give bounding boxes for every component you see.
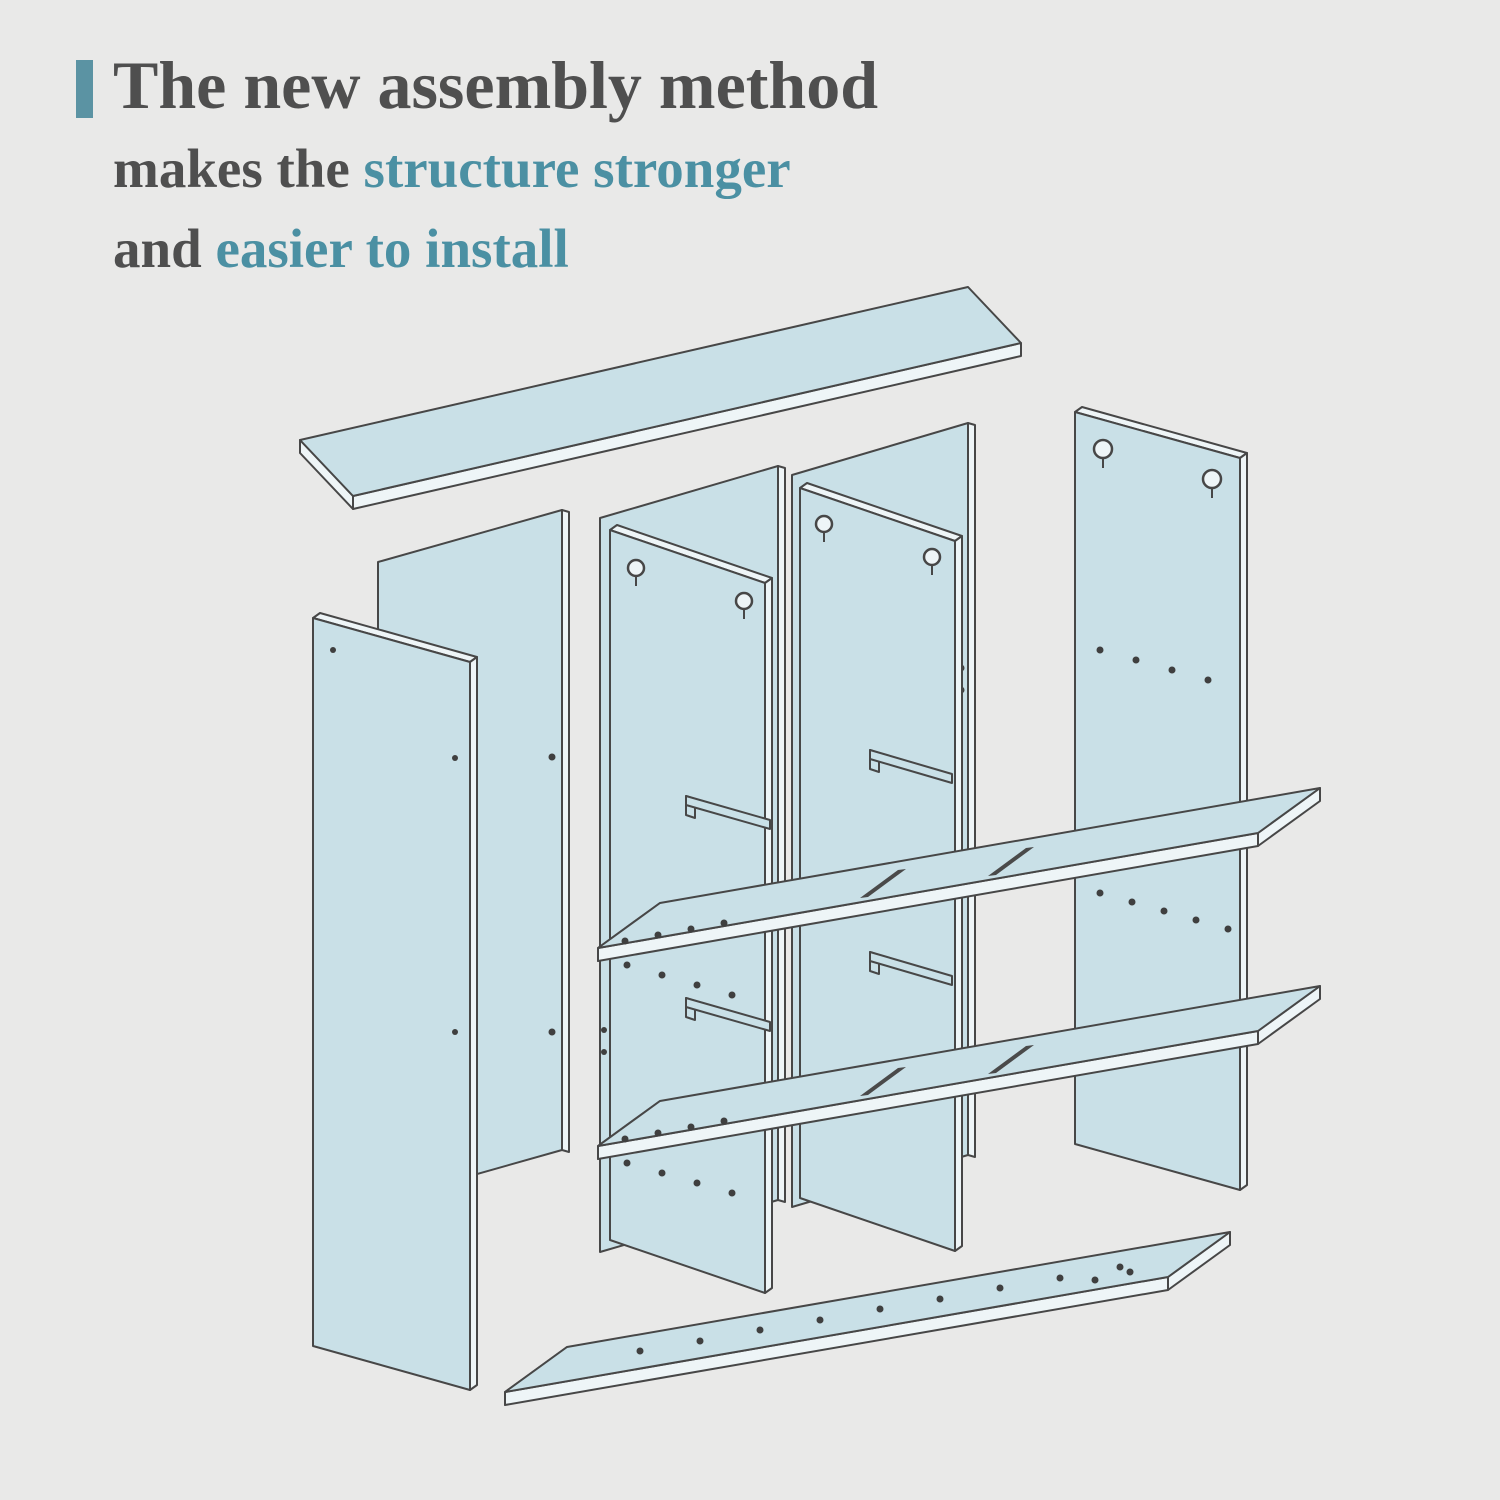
bottom-panel (504, 1231, 1231, 1406)
screw-hole (1128, 898, 1136, 906)
screw-hole (1224, 925, 1232, 933)
divider-slot (860, 869, 906, 898)
cam-lock-hole (734, 591, 754, 611)
screw-hole (720, 919, 728, 927)
shelf-hook-tabs (685, 749, 953, 1032)
screw-hole (1160, 907, 1168, 915)
screw-hole (1091, 1276, 1099, 1284)
subtitle-line-3-highlight: easier to install (215, 217, 569, 279)
screw-hole (687, 925, 695, 933)
left-side-panel-side-edge (469, 656, 478, 1391)
cam-lock-hole (626, 558, 646, 578)
hook-tab (869, 749, 953, 784)
subtitle-line-3: and easier to install (113, 217, 878, 280)
screw-hole (1116, 1263, 1124, 1271)
divider-left-side-edge (764, 577, 773, 1294)
cam-lock-hole (814, 514, 834, 534)
screw-hole (1192, 916, 1200, 924)
back-panel-left-side-edge (561, 509, 570, 1153)
cam-lock-hole (1092, 438, 1114, 460)
screw-hole (728, 991, 736, 999)
screw-hole (658, 1169, 666, 1177)
right-side-panel (1074, 406, 1248, 1191)
screw-hole (720, 1117, 728, 1125)
screw-hole (330, 647, 336, 653)
left-side-panel (312, 612, 478, 1391)
screw-hole (601, 1027, 607, 1033)
subtitle-line-3-prefix: and (113, 217, 216, 279)
screw-hole (623, 1159, 631, 1167)
top-panel-face (299, 286, 1022, 497)
cam-lock-hole (1201, 468, 1223, 490)
screw-hole (693, 1179, 701, 1187)
screw-hole (654, 1129, 662, 1137)
screw-hole (621, 937, 629, 945)
screw-hole (756, 1326, 764, 1334)
screw-hole (696, 1337, 704, 1345)
page-title: The new assembly method (113, 47, 879, 123)
screw-hole (1126, 1268, 1134, 1276)
screw-hole (658, 971, 666, 979)
shelf-upper (597, 787, 1321, 962)
hook-tab (869, 951, 953, 986)
divider-slot (988, 1045, 1034, 1074)
screw-hole (1056, 1274, 1064, 1282)
screw-hole (654, 931, 662, 939)
screw-hole (636, 1347, 644, 1355)
screw-hole (1096, 646, 1104, 654)
bottom-panel-face (504, 1231, 1231, 1393)
top-panel (299, 286, 1022, 510)
screw-hole (621, 1135, 629, 1143)
screw-hole (996, 1284, 1004, 1292)
screw-hole (623, 961, 631, 969)
screw-hole (1096, 889, 1104, 897)
screw-hole (936, 1295, 944, 1303)
screw-hole (548, 1028, 556, 1036)
right-side-panel-face (1074, 411, 1241, 1191)
screw-hole (1204, 676, 1212, 684)
screw-hole (1168, 666, 1176, 674)
screw-hole (452, 1029, 458, 1035)
screw-hole (876, 1305, 884, 1313)
screw-hole (601, 1049, 607, 1055)
left-side-panel-face (312, 617, 471, 1391)
divider-slot (988, 847, 1034, 876)
screw-hole (1132, 656, 1140, 664)
screw-hole (548, 753, 556, 761)
subtitle-line-2: makes the structure stronger (113, 137, 878, 200)
screw-hole (816, 1316, 824, 1324)
title-row: The new assembly method (76, 47, 879, 123)
hook-tab (685, 997, 771, 1032)
shelf-upper-face (597, 787, 1321, 949)
accent-bar (76, 60, 93, 118)
subtitle-line-2-highlight: structure stronger (363, 138, 791, 200)
cam-lock-hole (922, 547, 942, 567)
screw-hole (693, 981, 701, 989)
subtitle-line-2-prefix: makes the (113, 138, 364, 200)
heading-block: The new assembly method makes the struct… (76, 47, 879, 280)
divider-slot (860, 1067, 906, 1096)
hook-tab (685, 795, 771, 830)
screw-hole (452, 755, 458, 761)
screw-hole (728, 1189, 736, 1197)
screw-hole (687, 1123, 695, 1131)
shelf-lower-face (597, 985, 1321, 1147)
shelf-lower (597, 985, 1321, 1160)
